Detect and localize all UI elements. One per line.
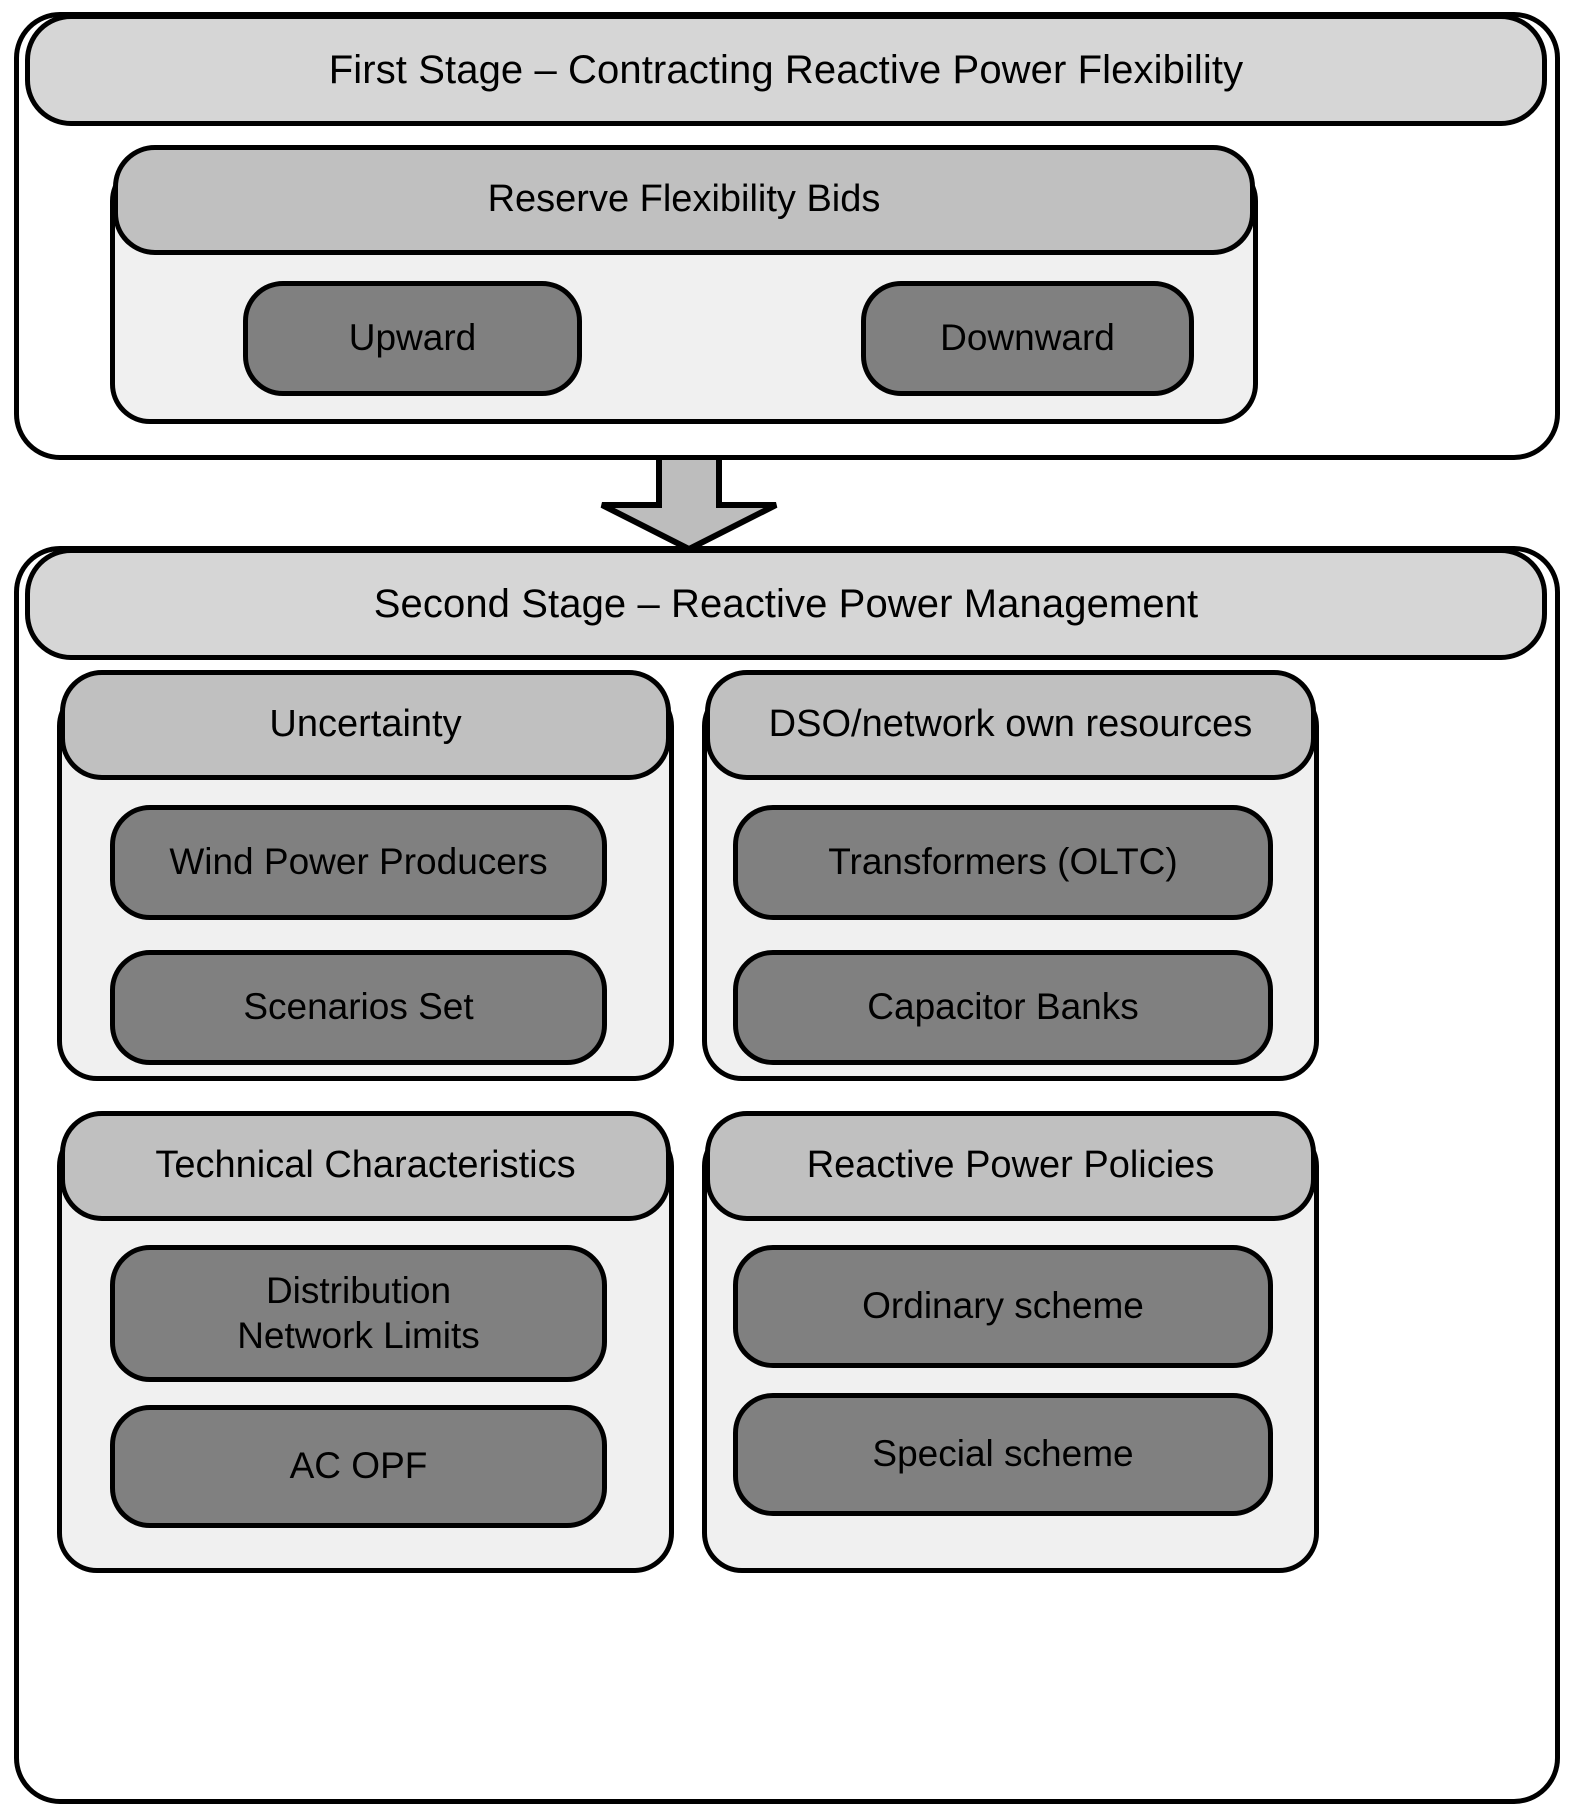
- leaf-ac-opf[interactable]: AC OPF: [110, 1405, 607, 1528]
- group-header-uncertainty: Uncertainty: [60, 670, 671, 780]
- leaf-label-scenarios-set: Scenarios Set: [243, 986, 474, 1028]
- first-stage-header: First Stage – Contracting Reactive Power…: [25, 14, 1547, 126]
- leaf-scenarios-set[interactable]: Scenarios Set: [110, 950, 607, 1065]
- leaf-label-downward: Downward: [940, 317, 1115, 359]
- leaf-wind-power-producers[interactable]: Wind Power Producers: [110, 805, 607, 920]
- group-title-technical-characteristics: Technical Characteristics: [155, 1144, 576, 1187]
- leaf-label-upward: Upward: [348, 317, 477, 359]
- group-title-reserve-flexibility-bids: Reserve Flexibility Bids: [487, 178, 881, 221]
- leaf-special-scheme[interactable]: Special scheme: [733, 1393, 1273, 1516]
- leaf-downward[interactable]: Downward: [861, 281, 1194, 396]
- first-stage-title: First Stage – Contracting Reactive Power…: [328, 48, 1244, 92]
- group-title-reactive-power-policies: Reactive Power Policies: [806, 1144, 1215, 1187]
- group-title-dso-network-own-resources: DSO/network own resources: [768, 703, 1253, 746]
- group-header-technical-characteristics: Technical Characteristics: [60, 1111, 671, 1221]
- group-header-dso-network-own-resources: DSO/network own resources: [705, 670, 1316, 780]
- group-header-reserve-flexibility-bids: Reserve Flexibility Bids: [113, 145, 1255, 255]
- leaf-ordinary-scheme[interactable]: Ordinary scheme: [733, 1245, 1273, 1368]
- leaf-label-ac-opf: AC OPF: [289, 1445, 428, 1487]
- leaf-label-ordinary-scheme: Ordinary scheme: [862, 1285, 1144, 1327]
- leaf-label-line-1: Distribution: [265, 1270, 452, 1312]
- leaf-upward[interactable]: Upward: [243, 281, 582, 396]
- leaf-label-capacitor-banks: Capacitor Banks: [867, 986, 1139, 1028]
- second-stage-title: Second Stage – Reactive Power Management: [373, 582, 1199, 626]
- leaf-label-distribution-network-limits: Distribution Network Limits: [229, 1269, 488, 1358]
- group-title-uncertainty: Uncertainty: [269, 703, 462, 746]
- group-header-reactive-power-policies: Reactive Power Policies: [705, 1111, 1316, 1221]
- leaf-distribution-network-limits[interactable]: Distribution Network Limits: [110, 1245, 607, 1382]
- leaf-capacitor-banks[interactable]: Capacitor Banks: [733, 950, 1273, 1065]
- leaf-label-wind-power-producers: Wind Power Producers: [169, 841, 548, 883]
- leaf-label-special-scheme: Special scheme: [872, 1433, 1134, 1475]
- second-stage-header: Second Stage – Reactive Power Management: [25, 548, 1547, 660]
- leaf-transformers-oltc[interactable]: Transformers (OLTC): [733, 805, 1273, 920]
- leaf-label-line-2: Network Limits: [237, 1314, 480, 1356]
- leaf-label-transformers-oltc: Transformers (OLTC): [828, 841, 1178, 883]
- stage-connector-arrow: [596, 457, 782, 553]
